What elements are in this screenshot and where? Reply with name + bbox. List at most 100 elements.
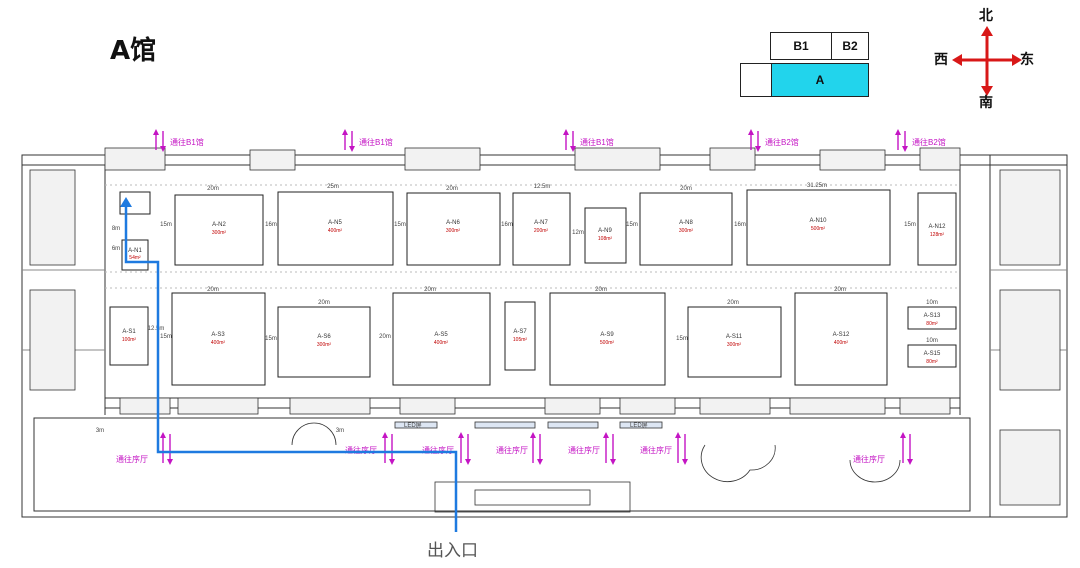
booth-name: A-S9 [600,332,614,338]
booth-name: A-S7 [513,329,527,335]
dimension-label: 15m [160,222,172,228]
entrance-vestibule-inner [474,489,591,506]
lobby-counter [474,421,536,429]
service-room [544,397,601,415]
dimension-label: 3m [96,428,104,434]
double-arrow-icon [748,129,761,152]
booth-name: A-N2 [212,222,226,228]
booth-a-n6 [406,192,501,266]
booth-name: A-S12 [833,332,850,338]
led-label: LED屏 [630,422,648,429]
dimension-label: 12.5m [534,184,551,190]
dimension-label: 15m [265,336,277,342]
booth-area: 400m² [211,340,226,346]
booth-area: 500m² [600,340,615,346]
dimension-label: 16m [501,222,513,228]
service-room [177,397,259,415]
booth-name: A-S13 [924,313,941,319]
route-label: 通往序厅 [853,454,885,464]
service-room [104,147,166,171]
dimension-label: 20m [318,300,330,306]
dimension-label: 12m [572,230,584,236]
hall-title: A馆 [110,36,157,66]
double-arrow-icon [603,432,616,465]
hall-key-b2: B2 [831,32,869,60]
booth-area: 105m² [513,337,528,343]
service-room [709,147,756,171]
dimension-label: 15m [394,222,406,228]
dimension-label: 15m [676,336,688,342]
service-room [119,397,171,415]
spiral-stair [700,444,776,482]
route-label: 通往序厅 [116,454,148,464]
dimension-label: 10m [926,338,938,344]
dimension-label: 6m [112,246,120,252]
led-label: LED屏 [404,422,422,429]
booth-a-s1 [109,306,149,366]
route-label: 通往序厅 [496,445,528,455]
service-room [574,147,661,171]
dimension-label: 20m [595,287,607,293]
double-arrow-icon [153,129,166,152]
booth-name: A-S15 [924,351,941,357]
booth-a-n7 [512,192,571,266]
service-room [399,397,456,415]
booth-name: A-N8 [679,220,693,226]
booth-area: 400m² [434,340,449,346]
booth-name: A-N1 [128,248,142,254]
service-room [249,149,296,171]
booth-a-s7 [504,301,536,371]
route-label: 通往序厅 [345,445,377,455]
dimension-label: 20m [424,287,436,293]
service-room [999,429,1061,506]
booth-a-s6 [277,306,371,378]
double-arrow-icon [458,432,471,465]
service-room [404,147,481,171]
booth-a-s11 [687,306,782,378]
booth-name: A-S6 [317,334,331,340]
booth-area: 108m² [598,236,613,242]
guide-arrow-icon [120,197,132,207]
dimension-label: 31.25m [807,183,827,189]
booth-name: A-N5 [328,220,342,226]
booth-name: A-N7 [534,220,548,226]
double-arrow-icon [160,432,173,465]
hall-key-a: A [771,63,869,97]
dimension-label: 20m [834,287,846,293]
booth-name: A-S11 [726,334,743,340]
route-label: 通往B2馆 [912,137,946,147]
compass-icon [952,26,1022,96]
booth-area: 500m² [811,226,826,232]
booth-a-s3 [171,292,266,386]
small-room [119,191,151,215]
compass-north: 北 [979,8,993,24]
booth-a-s13 [907,306,957,330]
booth-name: A-S1 [122,329,136,335]
booth-area: 300m² [446,228,461,234]
service-room [999,289,1061,391]
dimension-label: 20m [727,300,739,306]
booth-a-s9 [549,292,666,386]
dimension-label: 20m [207,287,219,293]
led-screen [619,421,663,429]
route-label: 通往序厅 [568,445,600,455]
booth-a-n9 [584,207,627,264]
booth-name: A-N12 [928,224,946,230]
booth-area: 80m² [926,359,938,365]
dimension-label: 16m [265,222,277,228]
route-label: 通往B1馆 [359,137,393,147]
booth-area: 400m² [328,228,343,234]
south-lobby [33,417,971,512]
service-room [699,397,771,415]
double-arrow-icon [382,432,395,465]
booth-name: A-N10 [809,218,827,224]
double-arrow-icon [530,432,543,465]
dimension-label: 3m [336,428,344,434]
route-label: 通往B1馆 [580,137,614,147]
dimension-label: 16m [734,222,746,228]
service-room [819,149,886,171]
route-label: 通往B1馆 [170,137,204,147]
booth-area: 300m² [679,228,694,234]
booth-area: 128m² [930,232,945,238]
